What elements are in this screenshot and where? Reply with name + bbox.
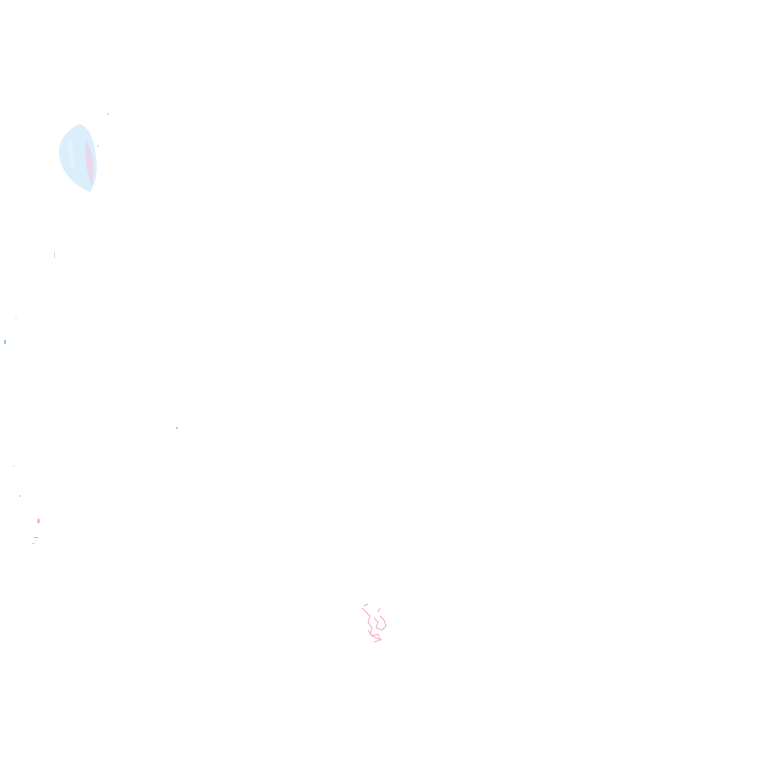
pink-scribble-stroke <box>367 629 381 643</box>
left-specks <box>4 252 178 561</box>
blue-smudge-body <box>58 124 97 192</box>
blue-smudge-highlight <box>68 138 76 172</box>
pink-scribble-stroke <box>363 603 381 613</box>
pink-speck <box>32 543 35 544</box>
pink-scribble-stroke <box>373 615 387 631</box>
pink-speck <box>37 518 40 524</box>
gray-speck <box>15 317 17 319</box>
pink-scribble-stroke <box>361 607 383 641</box>
blue-speck <box>4 340 6 344</box>
pink-scribble <box>361 603 387 643</box>
pink-tint <box>85 140 94 186</box>
pink-speck <box>34 537 38 539</box>
blue-smudge <box>58 112 110 192</box>
blue-speck <box>106 112 110 116</box>
gray-speck <box>54 252 55 258</box>
gray-speck <box>13 465 15 467</box>
blue-speck <box>97 145 99 147</box>
gray-speck <box>176 427 178 429</box>
pink-speck <box>19 495 21 497</box>
gray-speck <box>47 559 49 561</box>
